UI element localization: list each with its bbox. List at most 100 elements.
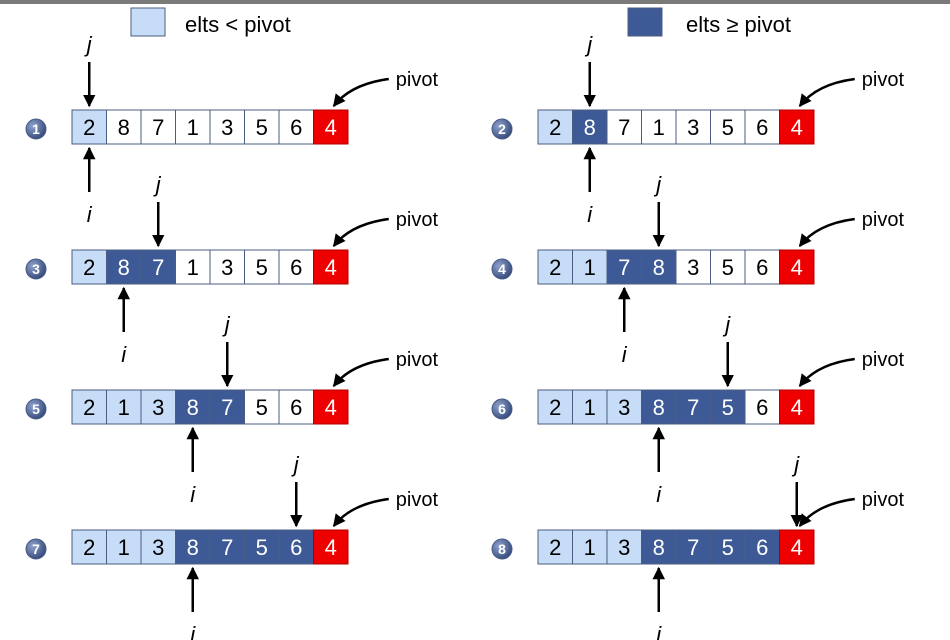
cell-box <box>71 249 107 285</box>
cell-value: 6 <box>756 395 768 420</box>
badge-circle <box>491 398 513 420</box>
badge-circle <box>25 258 47 280</box>
j-label: j <box>584 32 593 57</box>
cell-box <box>641 529 677 565</box>
i-pointer: i <box>117 286 130 367</box>
i-label: i <box>622 342 628 367</box>
cell-box <box>106 249 142 285</box>
cell-box <box>641 249 677 285</box>
j-pointer: j <box>221 312 234 388</box>
cell-box <box>140 529 176 565</box>
array-cell: 6 <box>278 109 314 145</box>
array-cell: 2 <box>71 249 107 285</box>
i-pointer: i <box>186 566 199 640</box>
j-label: j <box>722 312 731 337</box>
cell-box <box>244 529 280 565</box>
cell-box <box>209 529 245 565</box>
pivot-label: pivot <box>396 209 439 231</box>
top-frame-bar <box>0 0 950 4</box>
array-cell: 4 <box>779 109 815 145</box>
cell-value: 5 <box>256 255 268 280</box>
cell-value: 4 <box>791 535 803 560</box>
cell-box <box>779 529 815 565</box>
cell-value: 2 <box>83 255 95 280</box>
pivot-pointer: pivot <box>332 209 439 247</box>
array-cell: 5 <box>710 529 746 565</box>
cell-value: 2 <box>549 535 561 560</box>
array-cell: 2 <box>71 109 107 145</box>
cell-box <box>71 109 107 145</box>
array-cell: 5 <box>244 109 280 145</box>
array-cell: 5 <box>244 249 280 285</box>
cell-value: 3 <box>618 395 630 420</box>
pivot-pointer: pivot <box>332 69 439 107</box>
cell-box <box>244 389 280 425</box>
array-cell: 7 <box>675 389 711 425</box>
cell-box <box>710 109 746 145</box>
array-cell: 3 <box>675 249 711 285</box>
pivot-pointer: pivot <box>798 69 904 107</box>
array-cell: 3 <box>606 389 642 425</box>
array-cell: 4 <box>313 249 349 285</box>
badge-number: 8 <box>498 541 506 557</box>
array-cell: 4 <box>313 109 349 145</box>
cell-box <box>278 389 314 425</box>
cell-value: 4 <box>791 255 803 280</box>
step-number-badge: 5 <box>25 398 47 420</box>
array-cell: 2 <box>71 529 107 565</box>
cell-value: 2 <box>549 395 561 420</box>
j-label: j <box>653 172 662 197</box>
cell-box <box>140 109 176 145</box>
i-label: i <box>587 202 593 227</box>
pivot-arrow <box>798 497 855 527</box>
array-cell: 6 <box>744 389 780 425</box>
array-cell: 7 <box>140 109 176 145</box>
array-cell: 1 <box>641 109 677 145</box>
cell-value: 3 <box>618 535 630 560</box>
cell-box <box>606 109 642 145</box>
array-cell: 7 <box>209 529 245 565</box>
array-cell: 4 <box>313 529 349 565</box>
array-cell: 7 <box>606 249 642 285</box>
array-cell: 8 <box>106 249 142 285</box>
cell-value: 5 <box>256 395 268 420</box>
cell-value: 7 <box>687 395 699 420</box>
cell-box <box>572 249 608 285</box>
cell-value: 6 <box>756 535 768 560</box>
cell-box <box>675 389 711 425</box>
cell-value: 2 <box>83 395 95 420</box>
pivot-arrow <box>798 77 855 107</box>
pivot-arrow <box>798 357 855 387</box>
pivot-label: pivot <box>396 69 439 91</box>
badge-number: 3 <box>32 261 40 277</box>
cell-value: 8 <box>118 115 130 140</box>
cell-box <box>175 249 211 285</box>
array-cell: 6 <box>278 389 314 425</box>
cell-value: 4 <box>791 395 803 420</box>
cell-value: 4 <box>325 395 337 420</box>
cell-value: 5 <box>722 535 734 560</box>
cell-value: 7 <box>152 255 164 280</box>
pivot-label: pivot <box>862 349 905 371</box>
cell-box <box>313 389 349 425</box>
cell-value: 1 <box>118 535 130 560</box>
cell-value: 1 <box>118 395 130 420</box>
j-pointer: j <box>583 32 596 108</box>
cell-box <box>175 529 211 565</box>
array-cell: 5 <box>244 529 280 565</box>
cell-box <box>209 109 245 145</box>
legend-less-swatch <box>130 7 166 37</box>
cell-box <box>606 389 642 425</box>
cell-box <box>710 389 746 425</box>
pivot-arrow <box>798 217 855 247</box>
array-cell: 4 <box>779 249 815 285</box>
array-cell: 6 <box>744 109 780 145</box>
legend-geq-label: elts ≥ pivot <box>686 12 791 37</box>
cell-value: 6 <box>290 255 302 280</box>
array-cell: 7 <box>606 109 642 145</box>
